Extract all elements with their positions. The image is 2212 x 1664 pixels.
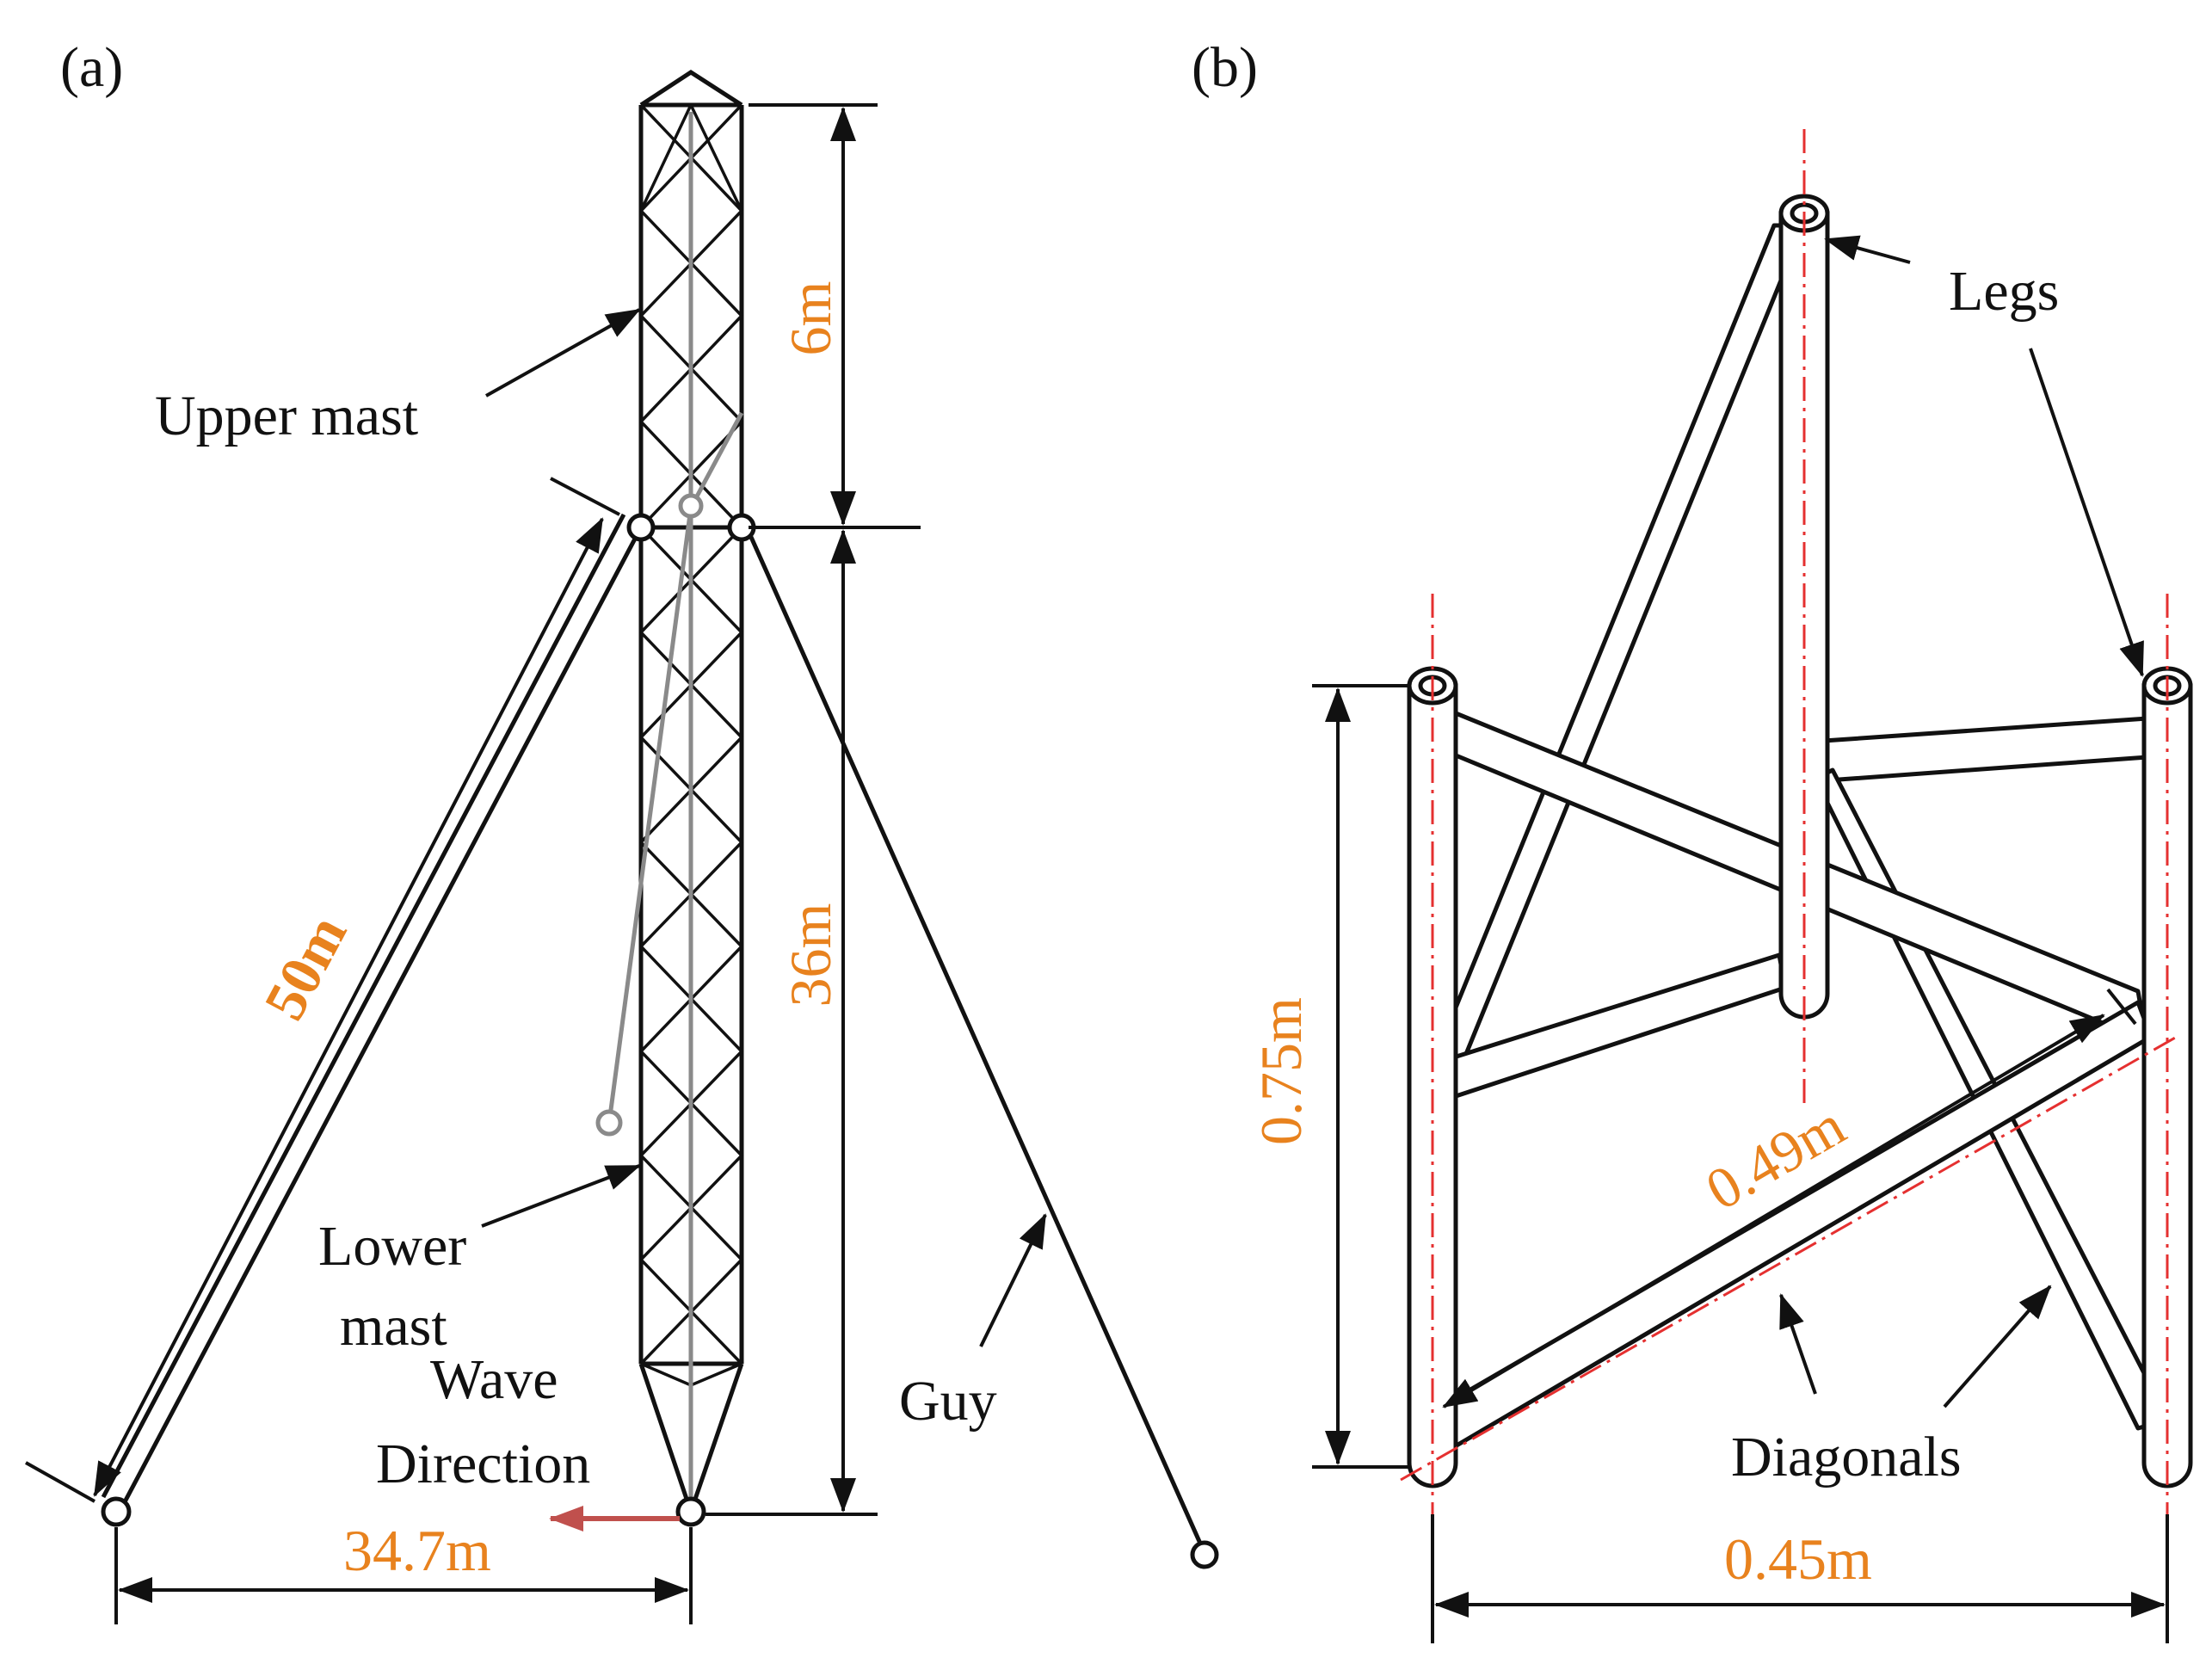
diagonal-dimension-arrow (1442, 1014, 2105, 1408)
panel-b-leader-arrows (1779, 235, 2144, 1408)
height-value: 0.75m (1248, 997, 1314, 1145)
upper-height-value: 6m (778, 281, 843, 356)
base-span-dimension (114, 1527, 693, 1624)
panel-a: (a) (25, 36, 1219, 1624)
upper-mast-label: Upper mast (155, 385, 418, 447)
strut-dimension-arrow (93, 517, 604, 1497)
lower-mast-label-line1: Lower (318, 1215, 466, 1278)
lower-mast-label-line2: mast (340, 1295, 447, 1358)
leader-arrows (481, 308, 1047, 1347)
height-dimension (1312, 684, 1411, 1469)
panel-b-tag: (b) (1192, 36, 1258, 99)
guy-cable (744, 526, 1207, 1555)
width-dimension (1431, 1514, 2169, 1643)
panel-a-tag: (a) (60, 36, 123, 99)
wave-label-line2: Direction (376, 1433, 590, 1495)
base-span-value: 34.7m (343, 1518, 491, 1583)
strut-length-value: 50m (251, 904, 360, 1030)
strut (101, 513, 644, 1512)
lower-height-value: 36m (778, 903, 843, 1008)
right-leg (2141, 683, 2193, 1488)
diagonals-label: Diagonals (1731, 1426, 1962, 1488)
joints (101, 513, 1219, 1569)
wave-label-line1: Wave (430, 1348, 558, 1411)
guy-label: Guy (899, 1370, 997, 1433)
height-dimensions (705, 103, 921, 1516)
width-value: 0.45m (1724, 1526, 1872, 1592)
panel-b: (b) (1192, 36, 2193, 1643)
legs-label: Legs (1949, 260, 2059, 323)
